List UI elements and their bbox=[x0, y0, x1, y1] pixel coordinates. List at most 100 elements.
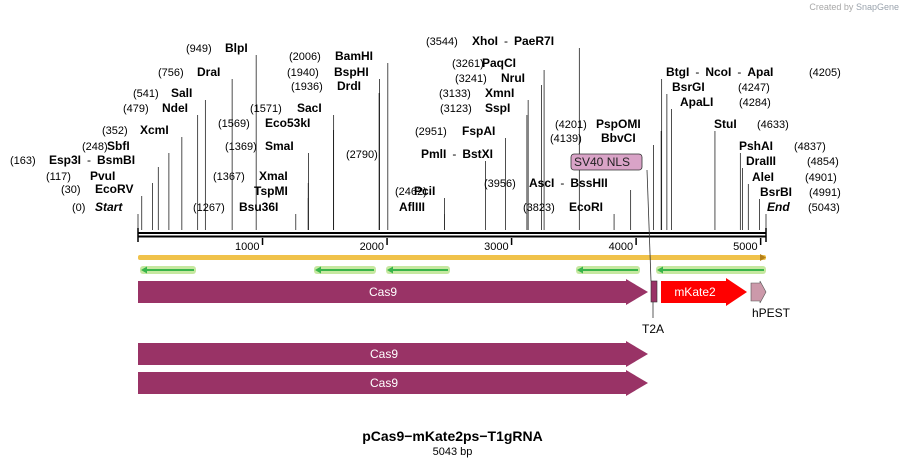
site-name: SbfI bbox=[107, 139, 130, 153]
site-name-label: PvuI bbox=[90, 169, 115, 183]
site-name-label: XhoI-PaeR7I bbox=[472, 34, 554, 48]
site-position-label: (479) bbox=[123, 103, 149, 115]
site-separator-2: - bbox=[737, 65, 741, 79]
feature-hpest-label: hPEST bbox=[752, 306, 791, 320]
site-name-2: BssHII bbox=[570, 176, 607, 190]
site-position-label: (3241) bbox=[455, 73, 487, 85]
site-position-label: (1936) bbox=[291, 81, 323, 93]
feature-sv40-nls-box bbox=[570, 153, 643, 171]
site-name: XcmI bbox=[140, 123, 169, 137]
site-name: SalI bbox=[171, 86, 192, 100]
site-name-label: XmaI bbox=[259, 169, 288, 183]
site-name: PciI bbox=[414, 184, 435, 198]
site-name: BtgI bbox=[666, 65, 689, 79]
site-name-label: SacI bbox=[297, 101, 322, 115]
site-name-label: SalI bbox=[171, 86, 192, 100]
site-name-label: TspMI bbox=[254, 184, 288, 198]
ruler-tick-label: 2000 bbox=[360, 241, 384, 253]
site-name: EcoRV bbox=[95, 182, 133, 196]
translation-cas9-arrow bbox=[138, 341, 648, 367]
primer-arrowhead bbox=[387, 266, 393, 274]
site-name: AleI bbox=[752, 170, 774, 184]
site-position-label: (117) bbox=[46, 171, 71, 183]
translation-cas9-arrow bbox=[138, 370, 648, 396]
site-position-label: (3261) bbox=[452, 58, 484, 70]
site-position-label: (4139) bbox=[550, 133, 582, 145]
site-name: TspMI bbox=[254, 184, 288, 198]
site-name: XhoI bbox=[472, 34, 498, 48]
feature-t2a-label: T2A bbox=[642, 322, 664, 336]
site-position-label: (4633) bbox=[757, 119, 789, 131]
site-name-2: BsmBI bbox=[97, 153, 135, 167]
site-name-label: SbfI bbox=[107, 139, 130, 153]
site-name: BbvCI bbox=[601, 131, 636, 145]
site-name-label: BbvCI bbox=[601, 131, 636, 145]
site-name-label: XmnI bbox=[485, 86, 514, 100]
site-name-label: NruI bbox=[501, 71, 525, 85]
site-name: XmaI bbox=[259, 169, 288, 183]
site-name-label: Start bbox=[95, 200, 123, 214]
feature-t2a-box bbox=[650, 280, 658, 303]
feature-sv40-nls-leader bbox=[646, 169, 652, 282]
ruler-tick-label: 4000 bbox=[609, 241, 633, 253]
feature-cas9-label: Cas9 bbox=[369, 285, 397, 299]
site-name-2: NcoI bbox=[705, 65, 731, 79]
site-name: DraIII bbox=[746, 154, 776, 168]
site-position-label: (541) bbox=[133, 88, 159, 100]
site-name: Start bbox=[95, 200, 123, 214]
site-position-label: (3823) bbox=[523, 202, 555, 214]
site-name-label: EcoRV bbox=[95, 182, 133, 196]
site-position-label: (4854) bbox=[807, 156, 839, 168]
site-separator: - bbox=[87, 153, 91, 167]
site-name-label: PmlI-BstXI bbox=[421, 147, 493, 161]
site-position-label: (2951) bbox=[415, 126, 447, 138]
site-position-label: (1267) bbox=[193, 202, 225, 214]
site-position-label: (1940) bbox=[287, 67, 319, 79]
site-name: NruI bbox=[501, 71, 525, 85]
site-position-label: (5043) bbox=[808, 202, 840, 214]
site-position-label: (1569) bbox=[218, 118, 250, 130]
site-name: NdeI bbox=[162, 101, 188, 115]
site-name-label: AscI-BssHII bbox=[529, 176, 608, 190]
translation-cas9-label: Cas9 bbox=[370, 347, 398, 361]
site-position-label: (1571) bbox=[250, 103, 282, 115]
site-name: EcoRI bbox=[569, 200, 603, 214]
feature-mkate2-label: mKate2 bbox=[674, 285, 716, 299]
feature-hpest-arrow bbox=[750, 280, 767, 304]
site-position-label: (4247) bbox=[738, 82, 770, 94]
site-name-label: Eco53kI bbox=[265, 116, 310, 130]
site-name-label: AflIII bbox=[399, 200, 425, 214]
primer-arrowhead bbox=[141, 266, 147, 274]
primer-arrowhead bbox=[657, 266, 663, 274]
feature-cas9-arrow bbox=[138, 279, 648, 305]
snapgene-credit: Created by SnapGene bbox=[809, 2, 899, 12]
site-name-label: BsrBI bbox=[760, 185, 792, 199]
site-position-label: (2790) bbox=[346, 149, 378, 161]
site-position-label: (4991) bbox=[809, 187, 841, 199]
site-name-label: PaqCI bbox=[482, 56, 516, 70]
site-name-label: PciI bbox=[414, 184, 435, 198]
site-name: Bsu36I bbox=[239, 200, 278, 214]
site-name: PvuI bbox=[90, 169, 115, 183]
site-name: Esp3I bbox=[49, 153, 81, 167]
site-name-label: PspOMI bbox=[596, 117, 641, 131]
site-name-label: BlpI bbox=[225, 41, 248, 55]
site-position-label: (1369) bbox=[225, 141, 257, 153]
plasmid-title: pCas9−mKate2ps−T1gRNA bbox=[362, 428, 543, 444]
site-name: DrdI bbox=[337, 79, 361, 93]
site-name: Eco53kI bbox=[265, 116, 310, 130]
site-name-label: StuI bbox=[714, 117, 737, 131]
site-name: PmlI bbox=[421, 147, 446, 161]
site-name-label: AleI bbox=[752, 170, 774, 184]
site-position-label: (4901) bbox=[805, 172, 837, 184]
site-name: SacI bbox=[297, 101, 322, 115]
translation-cas9-label: Cas9 bbox=[370, 376, 398, 390]
site-name-3: ApaI bbox=[747, 65, 773, 79]
site-position-label: (163) bbox=[10, 155, 36, 167]
credit-prefix: Created by bbox=[809, 2, 854, 12]
site-name-label: Bsu36I bbox=[239, 200, 278, 214]
